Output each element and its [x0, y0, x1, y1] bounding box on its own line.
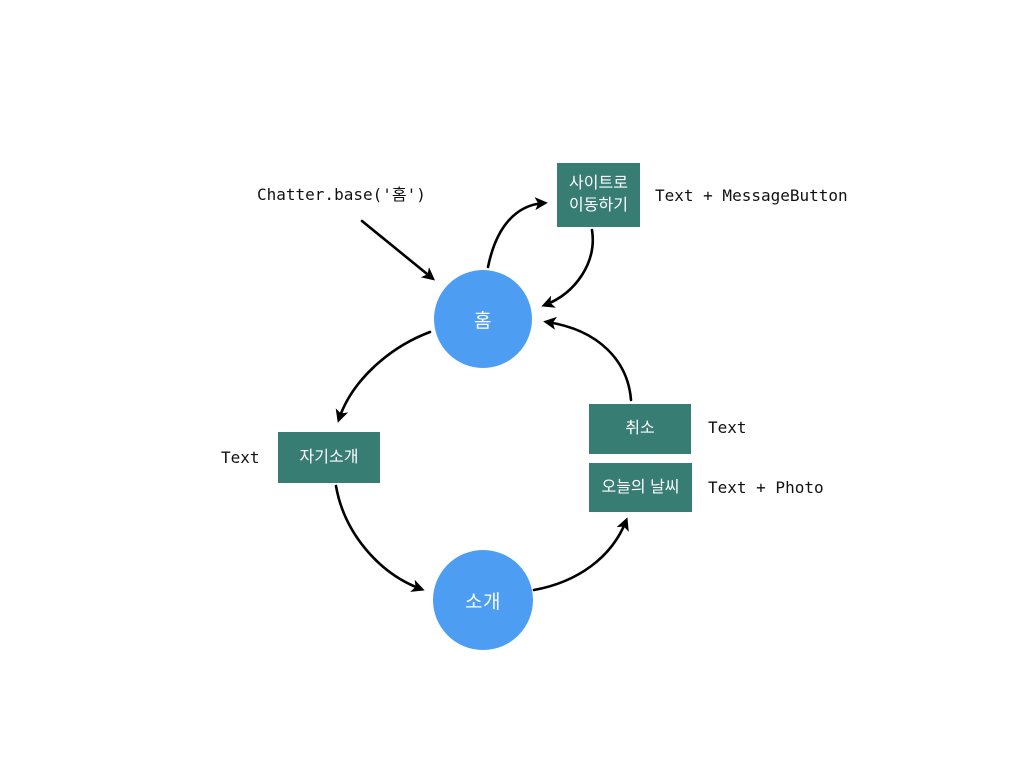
annotation-todays-weather-type: Text + Photo: [708, 478, 824, 497]
arrow-home-to-goto-site: [486, 197, 548, 269]
annotation-chatter-base: Chatter.base('홈'): [257, 185, 426, 204]
arrow-intro-to-weather: [532, 517, 629, 592]
node-goto-site: 사이트로 이동하기: [557, 163, 640, 227]
node-cancel: 취소: [589, 404, 691, 454]
annotation-goto-site-type: Text + MessageButton: [655, 186, 848, 205]
node-todays-weather-label: 오늘의 날씨: [601, 478, 680, 496]
node-cancel-label: 취소: [625, 420, 655, 437]
node-home-label: 홈: [474, 310, 492, 332]
arrow-cancel-to-home: [543, 316, 633, 402]
node-intro-label: 소개: [465, 591, 501, 613]
node-self-intro: 자기소개: [278, 432, 380, 483]
arrow-self-intro-to-intro: [334, 484, 425, 592]
arrow-chatter-to-home: [360, 219, 436, 281]
annotation-cancel-type: Text: [708, 418, 747, 437]
node-todays-weather: 오늘의 날씨: [589, 463, 692, 512]
annotation-self-intro-type: Text: [221, 448, 260, 467]
node-intro: 소개: [433, 550, 533, 650]
arrow-goto-site-to-home: [541, 228, 595, 308]
arrow-home-to-self-intro: [335, 330, 432, 423]
node-goto-site-label-line2: 이동하기: [569, 197, 628, 214]
node-home: 홈: [434, 270, 532, 368]
node-self-intro-label: 자기소개: [299, 448, 359, 466]
node-goto-site-label-line1: 사이트로: [569, 175, 628, 192]
